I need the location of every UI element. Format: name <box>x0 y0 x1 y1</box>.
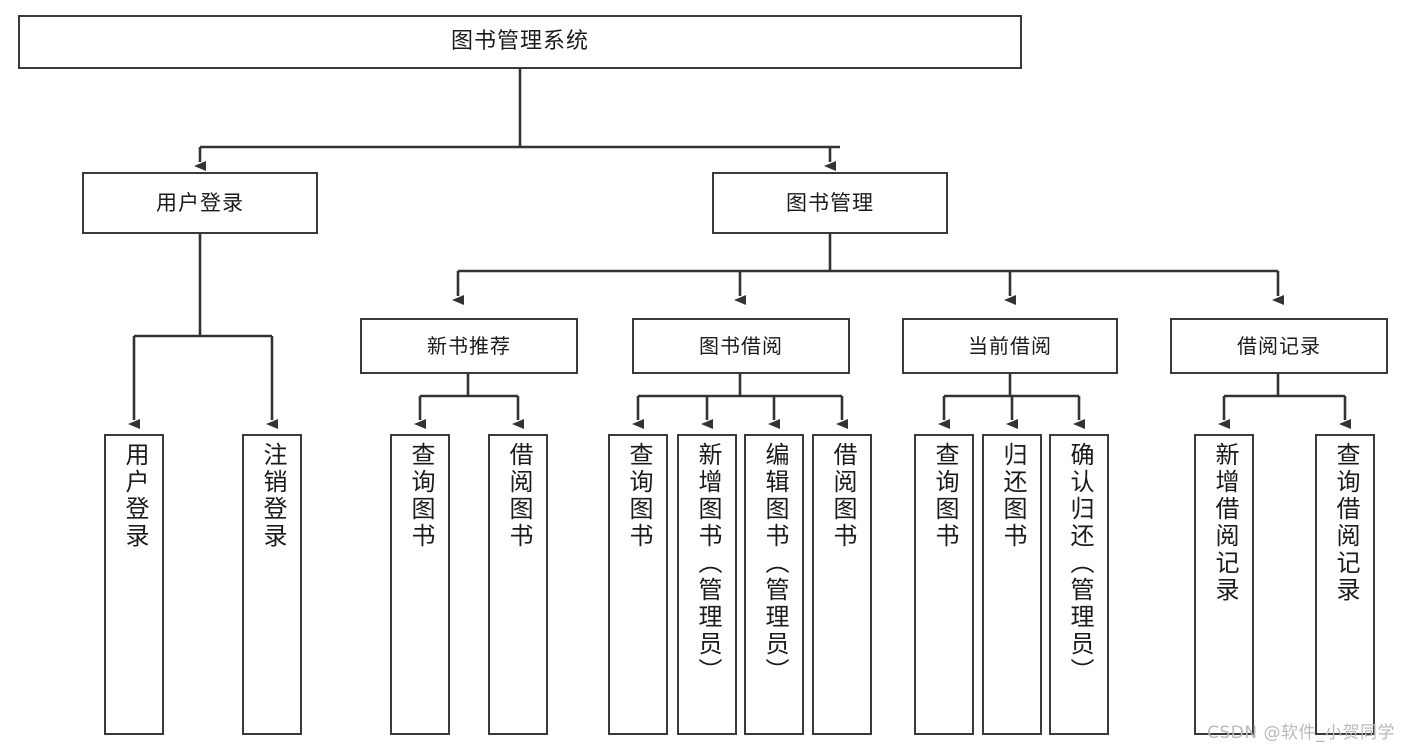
node-label: 归还图书 <box>998 442 1027 550</box>
node-label: 用户登录 <box>120 442 149 550</box>
node-book-borrow[interactable]: 图书借阅 <box>632 318 850 374</box>
leaf-query-book-borrow[interactable]: 查询图书 <box>608 434 668 735</box>
node-label: 新增借阅记录 <box>1210 442 1239 604</box>
node-borrow-record[interactable]: 借阅记录 <box>1170 318 1388 374</box>
node-label: 图书管理系统 <box>450 29 589 55</box>
leaf-logout[interactable]: 注销登录 <box>242 434 302 735</box>
node-new-book-recommend[interactable]: 新书推荐 <box>360 318 578 374</box>
leaf-add-borrow-record[interactable]: 新增借阅记录 <box>1194 434 1254 735</box>
leaf-confirm-return[interactable]: 确认归还（管理员） <box>1049 434 1109 735</box>
node-label: 查询图书 <box>624 442 653 550</box>
node-label: 查询图书 <box>406 442 435 550</box>
node-label: 图书管理 <box>786 190 874 215</box>
leaf-borrow-book[interactable]: 借阅图书 <box>812 434 872 735</box>
node-label: 当前借阅 <box>968 333 1052 358</box>
node-label: 图书借阅 <box>699 333 783 358</box>
node-user-login[interactable]: 用户登录 <box>82 172 318 234</box>
leaf-add-book[interactable]: 新增图书（管理员） <box>677 434 737 735</box>
csdn-watermark: CSDN @软件_小贺同学 <box>1207 723 1395 743</box>
leaf-query-borrow-record[interactable]: 查询借阅记录 <box>1315 434 1375 735</box>
node-label: 借阅图书 <box>828 442 857 550</box>
node-book-management[interactable]: 图书管理 <box>712 172 948 234</box>
node-label: 查询图书 <box>930 442 959 550</box>
leaf-user-login[interactable]: 用户登录 <box>104 434 164 735</box>
node-root-system[interactable]: 图书管理系统 <box>18 15 1022 69</box>
node-label: 新增图书（管理员） <box>693 442 722 685</box>
node-current-borrow[interactable]: 当前借阅 <box>902 318 1118 374</box>
leaf-return-book[interactable]: 归还图书 <box>982 434 1042 735</box>
node-label: 借阅记录 <box>1237 333 1321 358</box>
leaf-query-book-current[interactable]: 查询图书 <box>914 434 974 735</box>
node-label: 用户登录 <box>156 190 244 215</box>
node-label: 查询借阅记录 <box>1331 442 1360 604</box>
node-label: 编辑图书（管理员） <box>760 442 789 685</box>
node-label: 注销登录 <box>258 442 287 550</box>
leaf-borrow-book-recommend[interactable]: 借阅图书 <box>488 434 548 735</box>
leaf-query-book-recommend[interactable]: 查询图书 <box>390 434 450 735</box>
leaf-edit-book[interactable]: 编辑图书（管理员） <box>744 434 804 735</box>
node-label: 确认归还（管理员） <box>1065 442 1094 685</box>
node-label: 借阅图书 <box>504 442 533 550</box>
node-label: 新书推荐 <box>427 333 511 358</box>
